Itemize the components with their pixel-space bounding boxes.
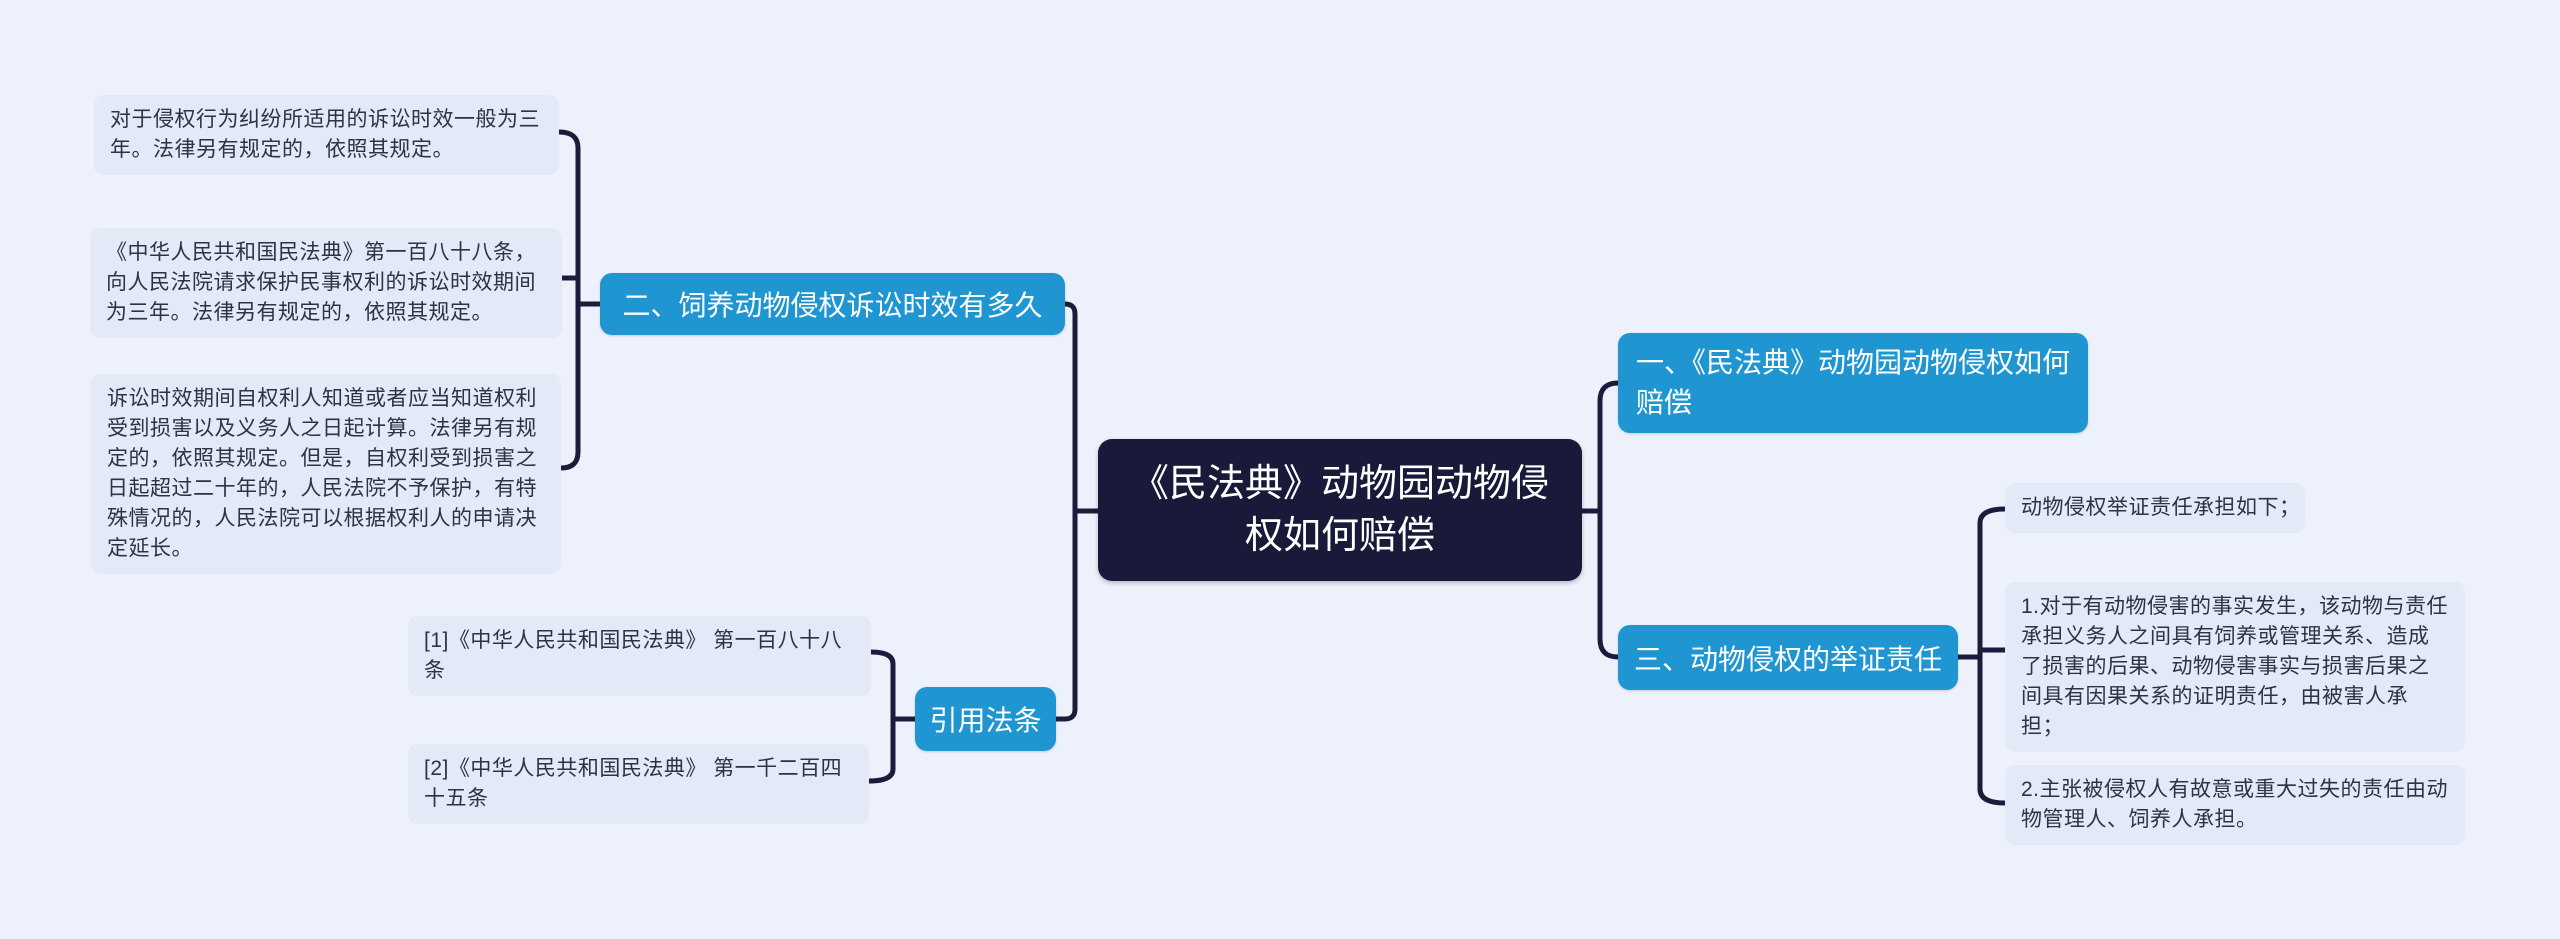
note-branch-2-item-3[interactable]: 诉讼时效期间自权利人知道或者应当知道权利受到损害以及义务人之日起计算。法律另有规… [91, 374, 561, 574]
note-branch-3-item-1[interactable]: 动物侵权举证责任承担如下； [2005, 483, 2305, 533]
branch-node-3[interactable]: 三、动物侵权的举证责任 [1618, 625, 1958, 690]
connector-branch-3-children [1958, 506, 2006, 806]
note-citation-1[interactable]: [1]《中华人民共和国民法典》 第一百八十八条 [408, 616, 871, 696]
note-branch-3-item-3[interactable]: 2.主张被侵权人有故意或重大过失的责任由动物管理人、饲养人承担。 [2005, 765, 2465, 845]
branch-node-2[interactable]: 二、饲养动物侵权诉讼时效有多久 [600, 273, 1065, 335]
connector-branch-2-children [558, 129, 600, 471]
note-branch-2-item-2[interactable]: 《中华人民共和国民法典》第一百八十八条，向人民法院请求保护民事权利的诉讼时效期间… [90, 228, 562, 338]
connector-citations-children [868, 649, 915, 784]
connector-right-trunk [1582, 380, 1619, 660]
citations-node[interactable]: 引用法条 [915, 687, 1056, 751]
note-citation-2[interactable]: [2]《中华人民共和国民法典》 第一千二百四十五条 [408, 744, 869, 824]
root-node[interactable]: 《民法典》动物园动物侵权如何赔偿 [1098, 439, 1582, 581]
branch-node-1[interactable]: 一、《民法典》动物园动物侵权如何赔偿 [1618, 333, 2088, 433]
connector-left-trunk [1056, 301, 1098, 722]
note-branch-2-item-1[interactable]: 对于侵权行为纠纷所适用的诉讼时效一般为三年。法律另有规定的，依照其规定。 [94, 95, 559, 175]
note-branch-3-item-2[interactable]: 1.对于有动物侵害的事实发生，该动物与责任承担义务人之间具有饲养或管理关系、造成… [2005, 582, 2465, 752]
